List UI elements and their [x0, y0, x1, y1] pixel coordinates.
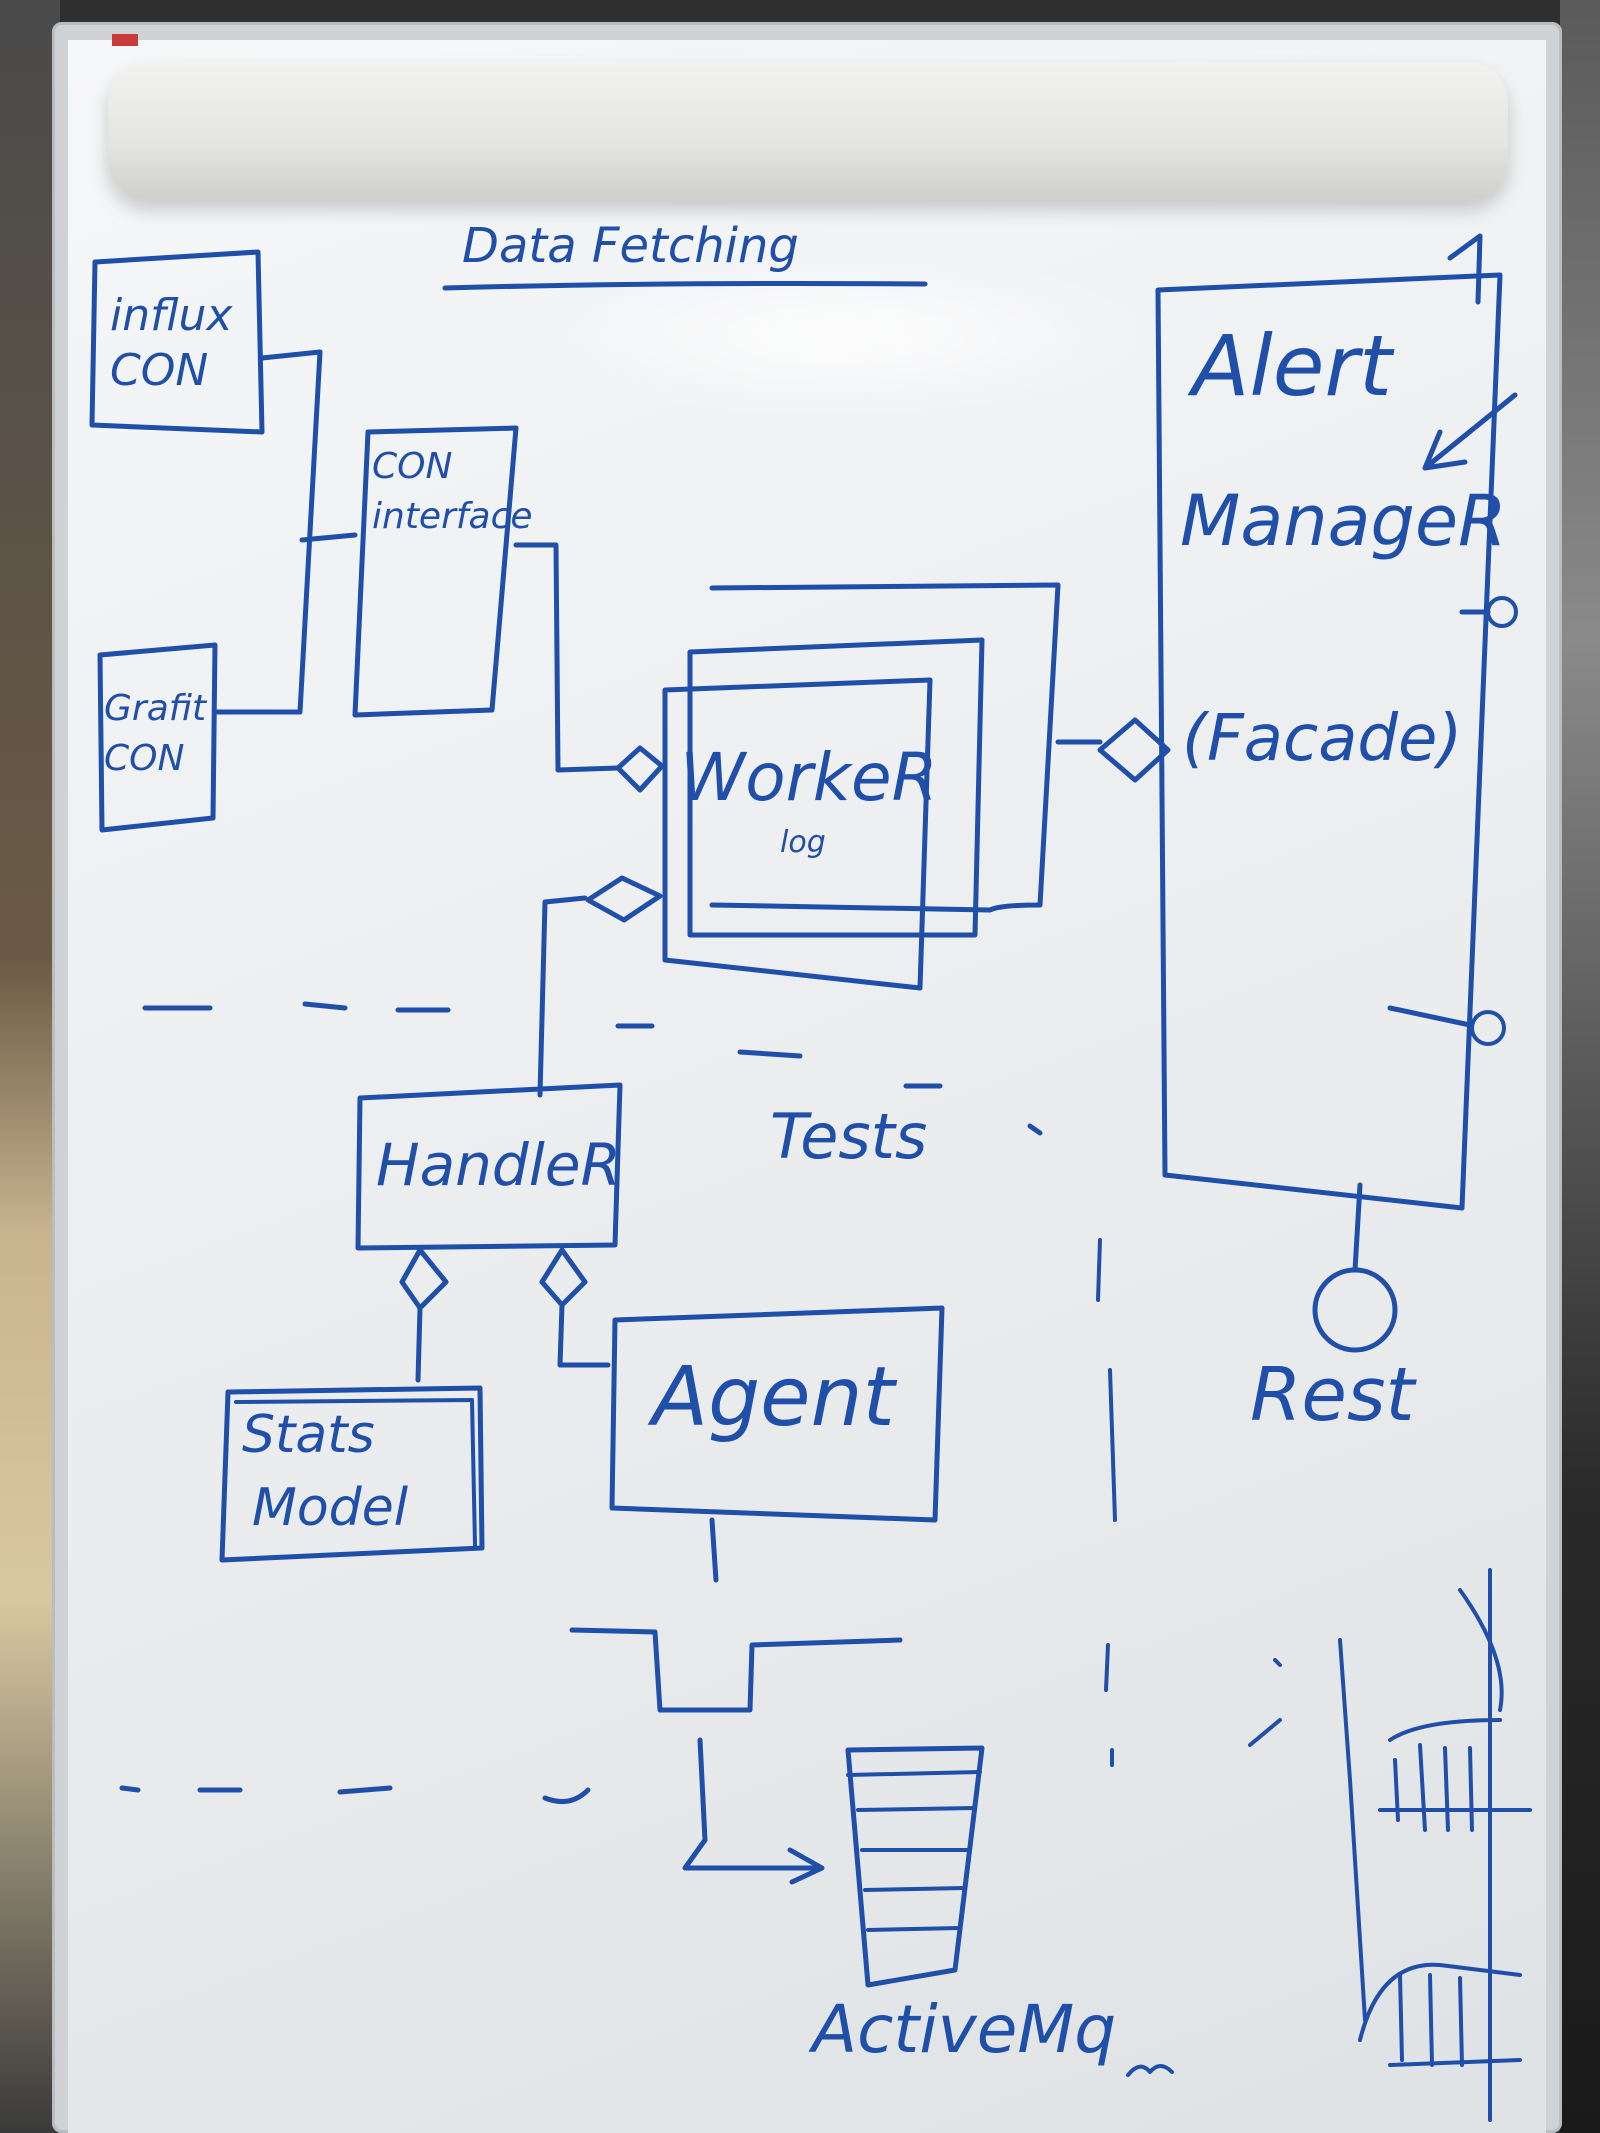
agent-label: Agent [647, 1350, 898, 1445]
aggregation-diamond-alert [1097, 717, 1171, 783]
con-connector [212, 349, 323, 715]
aggregation-diamond-interface [615, 745, 665, 793]
alert-manager-label-2: ManageR [1180, 480, 1507, 562]
stats-model-label-1: Stats [242, 1405, 375, 1465]
alert-manager-label-3: (Facade) [1182, 702, 1462, 776]
rest-connector [1352, 1182, 1363, 1273]
stats-model-inner [234, 1398, 477, 1547]
worker-label: WorkeR [680, 739, 937, 816]
interface-worker-line [513, 542, 621, 773]
graphite-con-box [97, 642, 218, 833]
interface-connector [299, 532, 358, 543]
con-interface-box [352, 425, 519, 718]
rest-interface-icon [1312, 1267, 1398, 1353]
worker-stack-back [709, 582, 1061, 913]
worker-stack-middle [687, 637, 985, 938]
handler-stats-line [415, 1305, 423, 1383]
con-interface-label-line2: interface [372, 496, 533, 537]
aggregation-diamond-worker [585, 875, 663, 923]
alert-manager-label-1: Alert [1187, 317, 1395, 415]
stray-mark-bottom [1126, 2064, 1174, 2077]
agent-connector [709, 1517, 719, 1583]
graphite-con-label-line1: Grafit [104, 688, 208, 729]
influx-con-text: influx [110, 290, 233, 341]
brand-tag [112, 34, 138, 46]
alert-arrow-mark [1422, 392, 1518, 471]
graphite-con-label-line2: CON [104, 738, 184, 779]
influx-con-box [89, 249, 265, 435]
handler-label: HandleR [376, 1131, 621, 1199]
stats-model-box [219, 1385, 485, 1563]
agent-box [609, 1305, 945, 1523]
handler-agent-line [557, 1302, 611, 1368]
influx-con-text-line2: CON [110, 345, 208, 396]
handler-worker-line [537, 895, 588, 1098]
title-underline [442, 281, 928, 291]
active-mq-stack-lines [846, 1770, 982, 1932]
worker-sublabel: log [780, 825, 826, 860]
partial-sketch-right-2 [1358, 1568, 1532, 2122]
tests-label: Tests [770, 1100, 927, 1173]
diagram-title: Data Fetching [462, 218, 799, 274]
aggregation-diamond-stats [399, 1247, 449, 1311]
stray-marks-right [1248, 1658, 1282, 1747]
background-right [1560, 0, 1600, 2133]
separator-dashed-1 [142, 1001, 1043, 1136]
alert-port-bottom-icon [1470, 1010, 1506, 1046]
separator-vertical [1096, 1238, 1117, 1767]
active-mq-label: ActiveMq [808, 1991, 1116, 2068]
light-glare [520, 250, 1160, 420]
separator-dashed-2 [119, 1785, 591, 1805]
queue-receptacle [569, 1627, 903, 1713]
queue-arrow-line [682, 1737, 823, 1871]
partial-line-right-1 [1338, 1638, 1367, 2022]
handler-box [355, 1082, 623, 1251]
con-interface-label: CON interface [372, 446, 533, 537]
alert-manager-box [1155, 272, 1503, 1211]
stats-model-label-2: Model [252, 1478, 409, 1538]
alert-port-top-icon [1486, 596, 1518, 628]
alert-port-bottom-line [1387, 1005, 1473, 1028]
alert-top-mark [1447, 233, 1483, 305]
con-interface-label-line1: CON [372, 446, 452, 487]
paper-holder-rail [108, 62, 1508, 200]
worker-box [662, 677, 933, 991]
rest-label: Rest [1250, 1352, 1417, 1438]
aggregation-diamond-agent [539, 1247, 588, 1308]
queue-arrow-head [787, 1847, 825, 1885]
background-left [0, 0, 60, 2133]
active-mq-stack [845, 1745, 985, 1988]
